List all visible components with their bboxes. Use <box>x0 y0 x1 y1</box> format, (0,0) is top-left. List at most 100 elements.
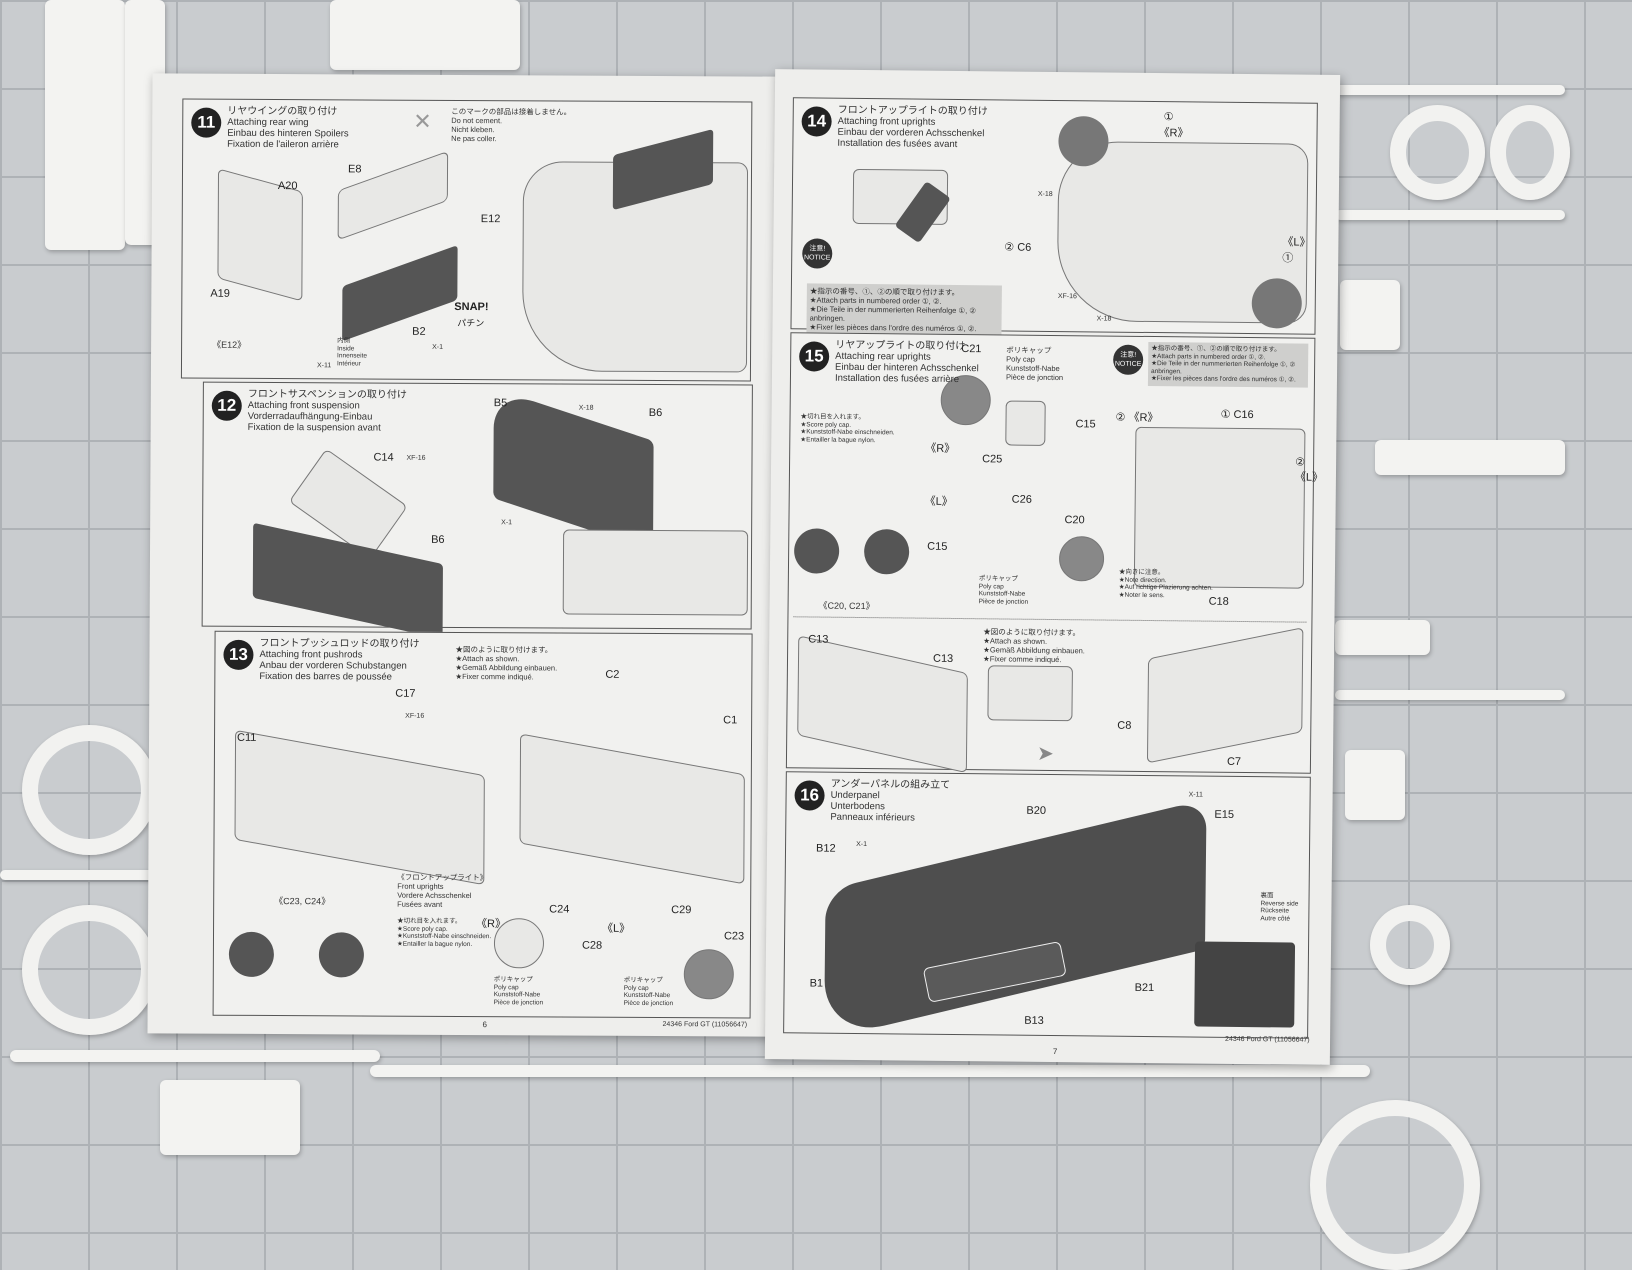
part-label: XF-16 <box>405 712 425 720</box>
step-15-panel: 15 リヤアップライトの取り付け Attaching rear uprights… <box>785 332 1323 774</box>
heading-de: Vorderradaufhängung-Einbau <box>247 410 373 423</box>
polycap-label: ポリキャップ Poly cap Kunststoff-Nabe Pièce de… <box>979 575 1029 606</box>
part-label: X-18 <box>1096 315 1112 323</box>
sprue-part <box>45 0 125 250</box>
sprue-part <box>370 1065 1370 1077</box>
note-line: ★Fixer comme indiqué. <box>455 671 534 682</box>
part-label: ① <box>1163 111 1174 124</box>
note-line: Inside <box>337 344 355 352</box>
brake-disc-diagram <box>863 529 910 575</box>
inside-note: 内側 Inside Innenseite Intérieur <box>337 337 367 367</box>
note-line: 内側 <box>337 337 351 345</box>
part-label: X-11 <box>316 362 332 370</box>
note-line: Pièce de jonction <box>493 998 544 1006</box>
note-line: ポリキャップ <box>978 575 1018 583</box>
part-label: B20 <box>1026 804 1047 817</box>
manual-page-right: 14 フロントアップライトの取り付け Attaching front uprig… <box>764 69 1341 1065</box>
score-note: ★切れ目を入れます。 ★Score poly cap. ★Kunststoff-… <box>800 413 895 444</box>
ring-part <box>1490 105 1570 200</box>
front-uprights-label: 《フロントアップライト》 Front uprights Vordere Achs… <box>397 873 487 909</box>
heading-jp: フロントプッシュロッドの取り付け <box>259 637 420 650</box>
no-cement-icon: ✕ <box>413 108 432 134</box>
brake-disc-diagram <box>1058 536 1105 582</box>
note-line: Pièce de jonction <box>623 999 674 1007</box>
step-number: 13 <box>223 639 254 670</box>
sprue-part <box>1375 440 1565 475</box>
part-label: B6 <box>648 406 663 420</box>
part-label: 《R》 <box>476 918 507 931</box>
step-number: 11 <box>191 107 222 138</box>
numbered-order-note: ★指示の番号、①、②の順で取り付けます。 ★Attach parts in nu… <box>806 283 1002 337</box>
heading-fr: Installation des fusées arrière <box>834 372 960 386</box>
heading-jp: リヤウイングの取り付け <box>227 105 338 118</box>
part-label: X-18 <box>1037 190 1053 198</box>
note-line: ポリキャップ <box>493 976 533 984</box>
part-label: ② 《R》 <box>1115 411 1159 425</box>
part-label: E8 <box>347 163 362 176</box>
part-label: C8 <box>1117 719 1132 732</box>
notice-jp: 注意! <box>809 245 826 253</box>
part-label: X-1 <box>432 343 444 351</box>
brake-disc-diagram <box>793 528 840 574</box>
sprue-part <box>1335 210 1565 220</box>
hub-diagram <box>1058 116 1109 167</box>
part-label: C25 <box>982 453 1003 466</box>
chassis-diagram <box>234 729 485 886</box>
part-label: A20 <box>277 180 298 193</box>
sprue-part <box>160 1080 300 1155</box>
note-line: ★Die Teile in der nummerierten Reihenfol… <box>809 304 977 323</box>
heading-en: Attaching rear wing <box>227 116 309 129</box>
part-label: B2 <box>412 325 426 338</box>
heading-fr: Fixation des barres de poussée <box>259 670 392 683</box>
part-label: 《C20, C21》 <box>818 600 875 612</box>
brake-disc-diagram <box>683 949 734 1000</box>
part-label: C15 <box>1075 418 1096 431</box>
part-label: B1 <box>809 977 824 990</box>
step-13-panel: 13 フロントプッシュロッドの取り付け Attaching front push… <box>212 630 753 1019</box>
part-label: C11 <box>237 731 257 744</box>
part-label: 《L》 <box>924 495 953 508</box>
note-line: 《フロントアップライト》 <box>397 872 488 883</box>
step-heading: フロントプッシュロッドの取り付け Attaching front pushrod… <box>259 638 419 683</box>
part-label: C23 <box>723 930 745 943</box>
note-line: ★Entailler la bague nylon. <box>800 435 876 444</box>
product-code: 24346 Ford GT (11056647) <box>1225 1035 1310 1044</box>
note-line: Vordere Achsschenkel <box>397 890 472 901</box>
divider-dotted <box>793 616 1307 623</box>
step-number: 16 <box>794 780 825 811</box>
step-14-panel: 14 フロントアップライトの取り付け Attaching front uprig… <box>790 97 1318 337</box>
undertray-diagram <box>493 388 654 551</box>
part-label: ② 《L》 <box>1294 456 1324 484</box>
direction-note: ★向きに注意。 ★Note direction. ★Auf richtige P… <box>1119 569 1213 600</box>
step-heading: フロントアップライトの取り付け Attaching front uprights… <box>837 105 987 151</box>
chassis-detail-diagram <box>987 665 1073 722</box>
note-line: Pièce de jonction <box>978 597 1029 606</box>
note-line: Front uprights <box>397 881 444 891</box>
part-label: X-1 <box>856 840 868 849</box>
note-line: ポリキャップ <box>623 976 663 985</box>
snap-label-jp: パチン <box>457 317 485 329</box>
step-number: 14 <box>801 106 832 137</box>
ring-part <box>1370 905 1450 985</box>
heading-de: Anbau der vorderen Schubstangen <box>259 659 407 672</box>
chassis-diagram <box>562 529 749 616</box>
tire-part <box>22 725 157 855</box>
step-heading: アンダーパネルの組み立て Underpanel Unterbodens Pann… <box>830 779 950 824</box>
tire-part <box>22 905 157 1035</box>
step-heading: リヤアップライトの取り付け Attaching rear uprights Ei… <box>835 340 979 386</box>
part-label: ② C6 <box>1004 241 1032 254</box>
part-label: B21 <box>1134 981 1155 995</box>
part-label: C28 <box>581 939 603 952</box>
part-label: C1 <box>723 714 738 727</box>
sprue-part <box>330 0 520 70</box>
part-label: 《L》 <box>602 922 631 935</box>
note-line: Rückseite <box>1260 907 1289 915</box>
part-label: A19 <box>210 287 230 300</box>
note-line: ★Kunststoff-Nabe einschneiden. <box>396 932 492 941</box>
numbered-order-note: ★指示の番号、①、②の順で取り付けます。 ★Attach parts in nu… <box>1147 341 1309 388</box>
part-label: 《C23, C24》 <box>274 896 331 907</box>
no-cement-note: このマークの部品は接着しません。 Do not cement. Nicht kl… <box>451 107 571 144</box>
part-label: C13 <box>808 633 829 646</box>
spoiler-base-diagram <box>342 245 458 342</box>
attach-note: ★図のように取り付けます。 ★Attach as shown. ★Gemäß A… <box>983 627 1085 664</box>
